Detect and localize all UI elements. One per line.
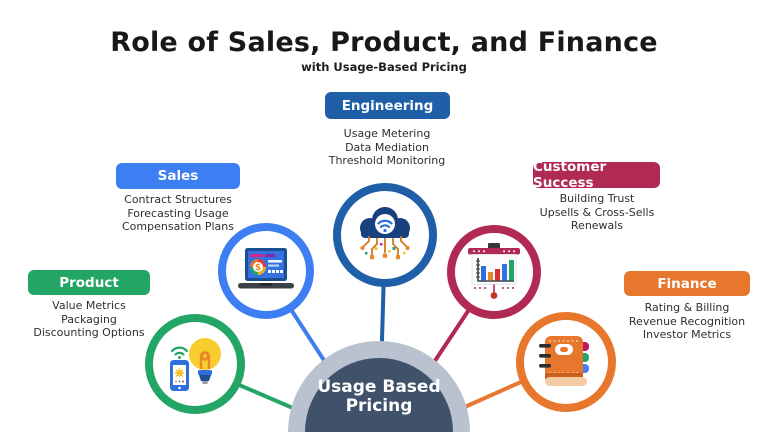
product-badge-label: Product <box>59 274 119 291</box>
engineering-badge: Engineering <box>325 92 450 119</box>
list-item: Investor Metrics <box>642 328 732 341</box>
finance-items: Rating & Billing Revenue Recognition Inv… <box>587 301 768 342</box>
customer-success-icon-circle <box>447 225 541 319</box>
engineering-items: Usage Metering Data Mediation Threshold … <box>287 127 487 168</box>
center-label-line2: Pricing <box>345 396 413 416</box>
list-item: Building Trust <box>559 192 635 205</box>
list-item: Upsells & Cross-Sells <box>539 205 655 219</box>
list-item: Data Mediation <box>345 140 429 154</box>
sales-icon-circle: $ <box>218 223 314 319</box>
customer-success-badge-label: Customer Success <box>533 159 607 191</box>
list-item: Threshold Monitoring <box>328 154 446 167</box>
finance-icon-circle <box>516 312 616 412</box>
svg-text:$: $ <box>255 263 261 273</box>
center-label: Usage Based Pricing <box>288 378 470 416</box>
list-item: Usage Metering <box>343 127 431 140</box>
lightbulb-phone-idea-icon <box>170 338 221 391</box>
finance-badge: Finance <box>624 271 750 296</box>
customer-success-items: Building Trust Upsells & Cross-Sells Ren… <box>497 192 697 233</box>
product-items: Value Metrics Packaging Discounting Opti… <box>0 299 178 340</box>
laptop-analytics-dashboard-icon: $ <box>238 248 294 289</box>
list-item: Compensation Plans <box>121 220 235 233</box>
customer-success-badge: Customer Success <box>533 159 660 191</box>
list-item: Renewals <box>570 219 624 232</box>
page-subtitle: with Usage-Based Pricing <box>301 60 467 74</box>
presentation-bar-chart-icon <box>468 243 520 299</box>
center-label-line1: Usage Based <box>317 377 441 397</box>
ledger-notebook-icon <box>539 336 589 386</box>
product-badge: Product <box>28 270 150 295</box>
list-item: Packaging <box>61 312 117 326</box>
list-item: Forecasting Usage <box>127 206 229 220</box>
sales-badge: Sales <box>116 163 240 189</box>
cloud-iot-network-icon <box>360 207 410 260</box>
list-item: Rating & Billing <box>644 301 730 314</box>
sales-badge-label: Sales <box>157 168 199 184</box>
list-item: Revenue Recognition <box>628 314 746 328</box>
sales-items: Contract Structures Forecasting Usage Co… <box>78 193 278 234</box>
product-icon-circle <box>145 314 245 414</box>
page-title: Role of Sales, Product, and Finance <box>110 27 658 58</box>
list-item: Contract Structures <box>124 193 232 206</box>
engineering-badge-label: Engineering <box>341 97 434 114</box>
finance-badge-label: Finance <box>657 275 717 292</box>
list-item: Discounting Options <box>33 326 145 339</box>
list-item: Value Metrics <box>52 299 126 312</box>
engineering-icon-circle <box>333 183 437 287</box>
